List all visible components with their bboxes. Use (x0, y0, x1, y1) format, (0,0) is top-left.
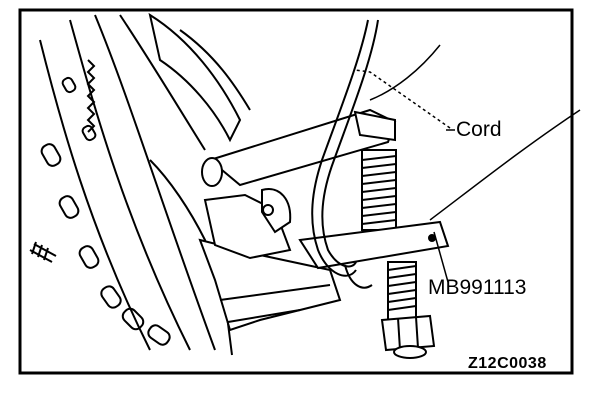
ball-joint-remover-icon (201, 108, 450, 359)
figure-id: Z12C0038 (468, 355, 547, 372)
steering-knuckle-icon (148, 12, 342, 356)
tool-number-label: MB991113 (428, 276, 526, 299)
cord-label: Cord (456, 118, 502, 141)
leader-lines (354, 44, 581, 283)
brake-rotor-icon (29, 14, 216, 351)
figure-frame (18, 8, 574, 375)
